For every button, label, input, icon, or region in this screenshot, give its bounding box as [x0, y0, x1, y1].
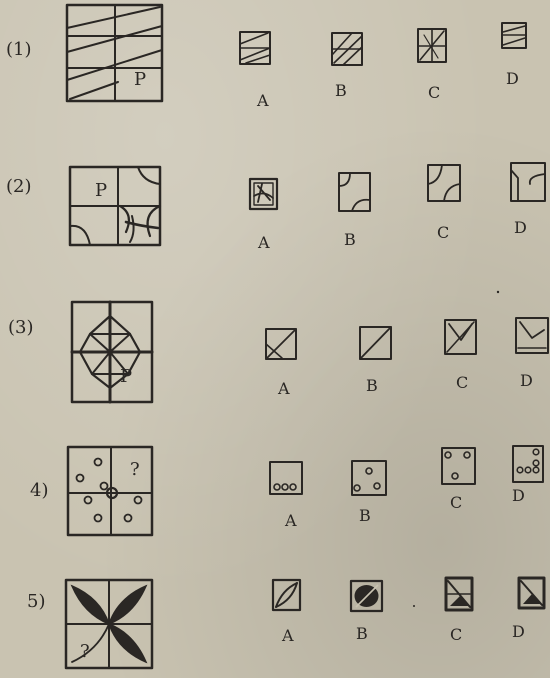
problem-2-grid: [70, 167, 160, 245]
problem-1-option-c[interactable]: [418, 29, 446, 62]
problem-4-option-c[interactable]: [442, 448, 475, 484]
problem-3-option-b-label: B: [366, 376, 378, 395]
problem-2-number: (2): [6, 176, 32, 197]
problem-3-option-d[interactable]: [516, 318, 548, 353]
problem-3-unknown-mark: P: [120, 366, 132, 387]
problem-3-grid: [72, 302, 152, 402]
problem-2-option-c[interactable]: [428, 165, 460, 201]
problem-3-option-a[interactable]: [266, 329, 296, 359]
problem-4-option-d-label: D: [512, 486, 525, 505]
problem-4-option-d[interactable]: [513, 446, 543, 482]
problem-1-option-d-label: D: [506, 69, 519, 88]
problem-5-grid: [66, 580, 152, 668]
problem-5-option-c[interactable]: [446, 578, 472, 610]
problem-2: (2) P: [6, 163, 545, 252]
problem-1-grid: [67, 5, 162, 101]
problem-5: 5) ?: [27, 578, 544, 668]
problem-5-option-d[interactable]: [519, 578, 544, 608]
problem-4-option-b[interactable]: [352, 461, 386, 495]
problem-2-option-d-label: D: [514, 218, 527, 237]
problem-4-option-a-label: A: [284, 511, 297, 530]
problem-1-option-a[interactable]: [240, 32, 270, 64]
problem-3-option-c-label: C: [456, 373, 468, 392]
problem-4-option-a[interactable]: [270, 462, 302, 494]
problem-5-option-c-label: C: [450, 625, 462, 644]
problem-1-option-d[interactable]: [502, 23, 526, 48]
problem-5-option-a-label: A: [281, 626, 294, 645]
problem-5-option-b-label: B: [356, 624, 368, 643]
problem-1-option-c-label: C: [428, 83, 440, 102]
problem-1-option-b-label: B: [335, 81, 347, 100]
problem-5-option-b[interactable]: [351, 581, 382, 611]
problem-2-option-c-label: C: [437, 223, 449, 242]
problem-4-number: 4): [30, 480, 48, 501]
problem-2-option-a[interactable]: [250, 179, 277, 209]
problem-5-number: 5): [27, 591, 45, 612]
problem-1-unknown-mark: P: [134, 69, 146, 90]
problem-3: (3) P: [8, 302, 548, 402]
problem-2-option-a-label: A: [257, 233, 270, 252]
problem-2-option-b-label: B: [344, 230, 356, 249]
problem-2-option-d[interactable]: [511, 163, 545, 201]
problem-1-option-b[interactable]: [332, 33, 362, 65]
problem-4: 4) ?: [30, 446, 543, 535]
problem-4-option-b-label: B: [359, 506, 371, 525]
problem-5-option-d-label: D: [512, 622, 525, 641]
problem-5-option-a[interactable]: [273, 580, 300, 610]
problem-1-number: (1): [6, 39, 32, 60]
problem-4-option-c-label: C: [450, 493, 462, 512]
problem-3-option-d-label: D: [520, 371, 533, 390]
problem-3-number: (3): [8, 317, 34, 338]
problem-2-unknown-mark: P: [95, 180, 107, 201]
problem-3-option-a-label: A: [277, 379, 290, 398]
problem-5-unknown-mark: ?: [80, 641, 90, 662]
problem-2-option-b[interactable]: [339, 173, 370, 211]
problem-3-option-c[interactable]: [445, 320, 476, 354]
problem-3-option-b[interactable]: [360, 327, 391, 359]
problem-1-option-a-label: A: [256, 91, 269, 110]
problem-1: (1) P: [6, 5, 526, 110]
problem-4-unknown-mark: ?: [130, 459, 140, 480]
